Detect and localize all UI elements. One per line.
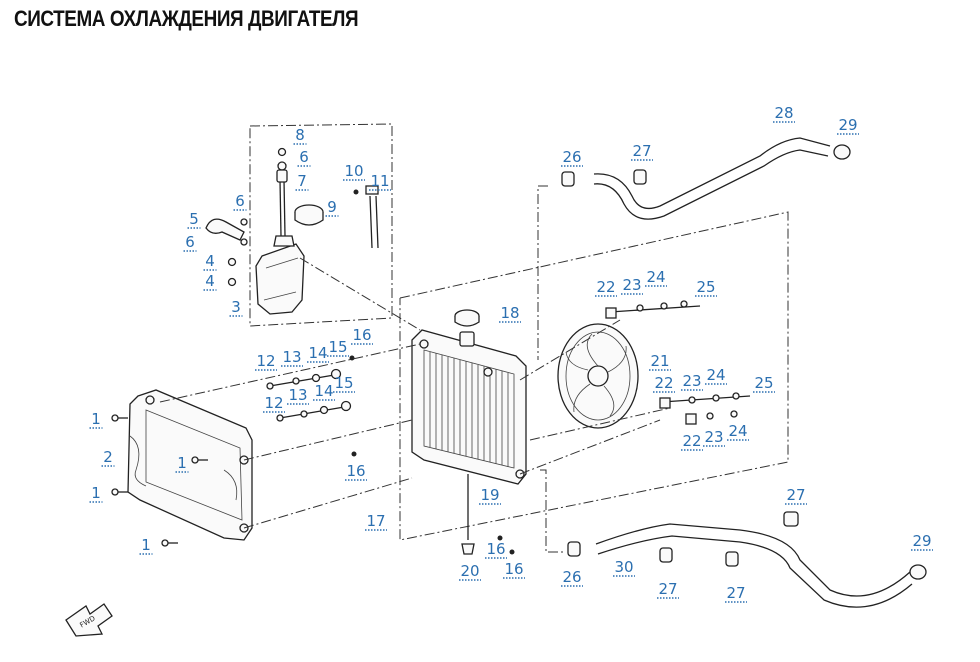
part-callout-24: 24 <box>706 366 725 384</box>
part-callout-14: 14 <box>308 344 327 362</box>
part-callout-29: 29 <box>912 532 931 550</box>
part-callout-3: 3 <box>231 298 241 316</box>
part-callout-23: 23 <box>704 428 723 446</box>
part-callout-21: 21 <box>650 352 669 370</box>
part-callout-6: 6 <box>235 192 245 210</box>
part-callout-4: 4 <box>205 252 215 270</box>
part-callout-15: 15 <box>328 338 347 356</box>
part-callout-7: 7 <box>297 172 307 190</box>
part-callout-25: 25 <box>696 278 715 296</box>
part-callout-10: 10 <box>344 162 363 180</box>
part-callout-9: 9 <box>327 198 337 216</box>
part-callout-23: 23 <box>622 276 641 294</box>
part-callout-24: 24 <box>728 422 747 440</box>
part-callout-27: 27 <box>786 486 805 504</box>
part-callout-27: 27 <box>726 584 745 602</box>
part-callout-16: 16 <box>486 540 505 558</box>
part-callout-14: 14 <box>314 382 333 400</box>
part-callout-26: 26 <box>562 148 581 166</box>
part-callout-29: 29 <box>838 116 857 134</box>
part-callout-26: 26 <box>562 568 581 586</box>
part-callout-11: 11 <box>370 172 389 190</box>
part-callout-23: 23 <box>682 372 701 390</box>
part-callout-20: 20 <box>460 562 479 580</box>
part-callout-2: 2 <box>103 448 113 466</box>
part-callout-6: 6 <box>185 233 195 251</box>
part-callout-1: 1 <box>91 484 101 502</box>
part-callout-19: 19 <box>480 486 499 504</box>
diagram-title: СИСТЕМА ОХЛАЖДЕНИЯ ДВИГАТЕЛЯ <box>14 6 359 31</box>
part-callout-4: 4 <box>205 272 215 290</box>
part-callout-27: 27 <box>632 142 651 160</box>
part-callout-1: 1 <box>91 410 101 428</box>
part-callout-25: 25 <box>754 374 773 392</box>
part-callout-1: 1 <box>177 454 187 472</box>
part-callout-12: 12 <box>256 352 275 370</box>
part-callout-12: 12 <box>264 394 283 412</box>
part-callout-16: 16 <box>352 326 371 344</box>
part-callout-16: 16 <box>504 560 523 578</box>
part-callout-16: 16 <box>346 462 365 480</box>
part-callout-1: 1 <box>141 536 151 554</box>
part-callout-27: 27 <box>658 580 677 598</box>
part-callout-15: 15 <box>334 374 353 392</box>
part-callout-22: 22 <box>596 278 615 296</box>
part-callout-5: 5 <box>189 210 199 228</box>
part-callout-30: 30 <box>614 558 633 576</box>
part-callout-24: 24 <box>646 268 665 286</box>
part-callout-17: 17 <box>366 512 385 530</box>
part-callout-28: 28 <box>774 104 793 122</box>
part-callout-22: 22 <box>682 432 701 450</box>
part-callout-8: 8 <box>295 126 305 144</box>
part-callout-13: 13 <box>288 386 307 404</box>
part-callout-22: 22 <box>654 374 673 392</box>
forward-direction-icon: FWD <box>65 603 113 637</box>
part-callout-18: 18 <box>500 304 519 322</box>
part-callout-6: 6 <box>299 148 309 166</box>
part-callout-13: 13 <box>282 348 301 366</box>
